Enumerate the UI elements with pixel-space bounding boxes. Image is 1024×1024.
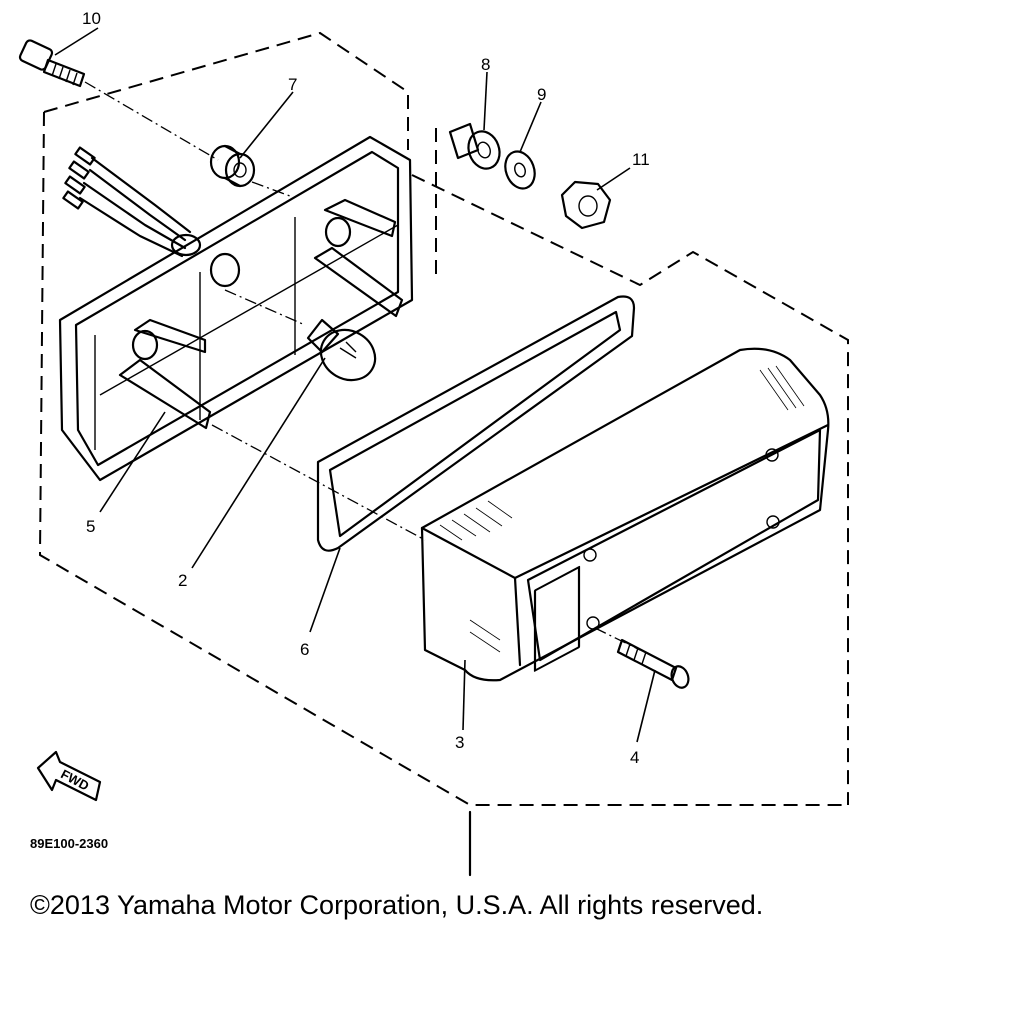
- callout-label: 6: [300, 640, 309, 659]
- grommet-part-7: [209, 144, 256, 188]
- washer-part-9: [504, 150, 536, 190]
- callout-label: 7: [288, 75, 297, 94]
- assembly-boundary-left: [38, 31, 848, 806]
- collar-part-8: [448, 122, 501, 170]
- callout-label: 3: [455, 733, 464, 752]
- lens-shading: [439, 365, 805, 653]
- callout-leaders: [54, 27, 656, 743]
- callout-label: 5: [86, 517, 95, 536]
- screw-part-4: [616, 638, 690, 689]
- callout-label: 9: [537, 85, 546, 104]
- callout-label: 10: [82, 9, 101, 28]
- part-number-label: 89E100-2360: [30, 836, 108, 851]
- callout-label: 11: [632, 150, 650, 169]
- callout-label: 4: [630, 748, 639, 767]
- gasket-part-6: [316, 295, 636, 552]
- lens-part-3: [420, 347, 830, 682]
- bulb-part-2: [306, 318, 377, 382]
- callout-labels: 10 7 8 9 11 5 2 6 3 4: [82, 9, 650, 767]
- copyright-notice: ©2013 Yamaha Motor Corporation, U.S.A. A…: [30, 890, 764, 920]
- fwd-arrow-icon: FWD: [36, 750, 102, 802]
- assembly-boundary-right: [411, 128, 849, 805]
- nut-part-11: [560, 180, 612, 230]
- callout-label: 8: [481, 55, 490, 74]
- callout-label: 2: [178, 571, 187, 590]
- lamp-housing-part-5: [58, 135, 414, 482]
- bolt-part-10: [18, 39, 86, 88]
